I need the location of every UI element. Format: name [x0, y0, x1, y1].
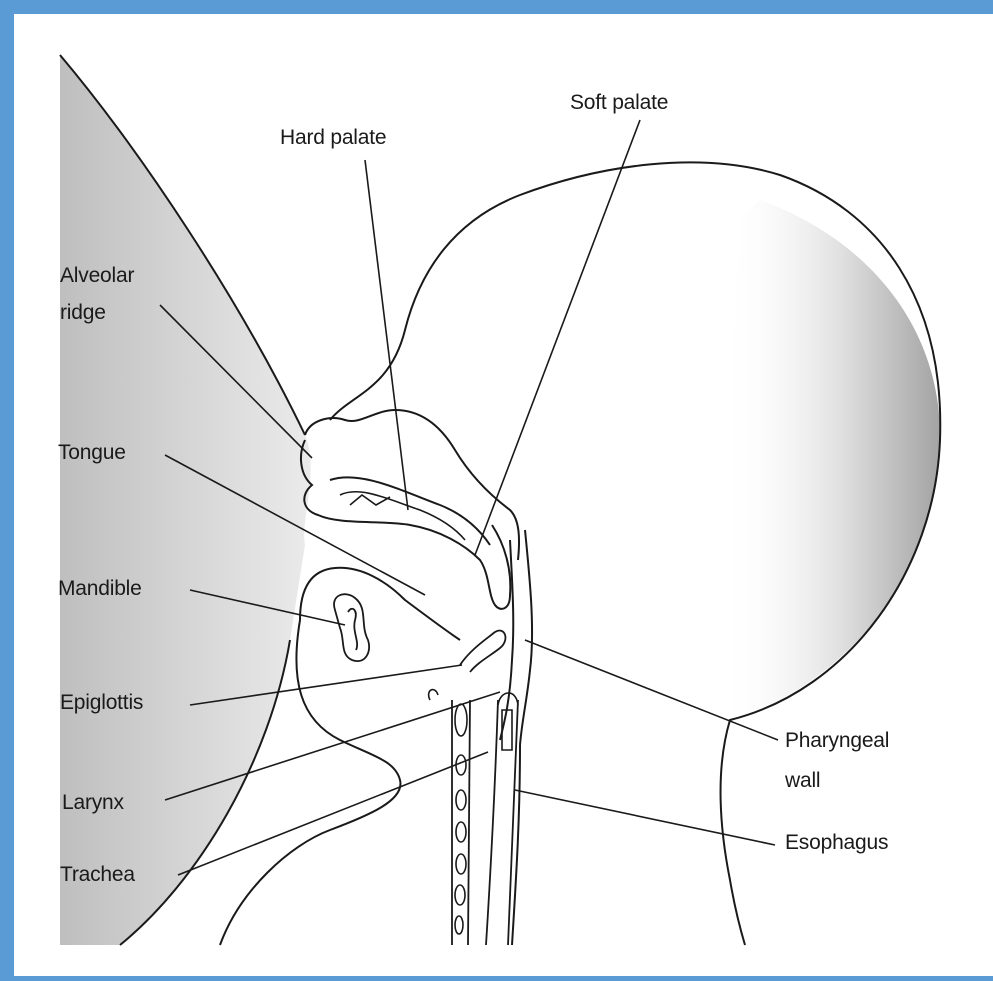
- label-alveolar-ridge-line2: ridge: [60, 300, 106, 326]
- label-mandible: Mandible: [58, 576, 142, 602]
- label-pharyngeal-wall-line1: Pharyngeal: [785, 728, 889, 754]
- label-soft-palate: Soft palate: [570, 90, 668, 116]
- palate-line: [330, 477, 490, 545]
- pharynx-back: [520, 530, 532, 745]
- label-esophagus: Esophagus: [785, 830, 888, 856]
- leader-esophagus: [515, 790, 775, 845]
- epiglottis-small: [429, 690, 438, 700]
- lower-jaw-outline: [300, 568, 460, 640]
- palate-detail: [340, 492, 465, 540]
- leader-soft-palate: [475, 120, 640, 555]
- label-alveolar-ridge-line1: Alveolar: [60, 263, 134, 289]
- label-pharyngeal-wall-line2: wall: [785, 768, 820, 794]
- upper-lip: [305, 410, 519, 560]
- label-larynx: Larynx: [62, 790, 124, 816]
- head-shading: [720, 200, 940, 720]
- trachea-tube-back: [468, 700, 470, 945]
- label-epiglottis: Epiglottis: [60, 690, 143, 716]
- label-hard-palate: Hard palate: [280, 125, 386, 151]
- trachea-rings: [455, 704, 467, 934]
- oral-outline: [301, 440, 510, 609]
- label-trachea: Trachea: [60, 862, 135, 888]
- leader-hard-palate: [365, 160, 408, 510]
- label-tongue: Tongue: [58, 440, 126, 466]
- mandible-bone: [334, 594, 369, 661]
- epiglottis-shape: [460, 631, 505, 672]
- back-of-neck: [512, 745, 520, 945]
